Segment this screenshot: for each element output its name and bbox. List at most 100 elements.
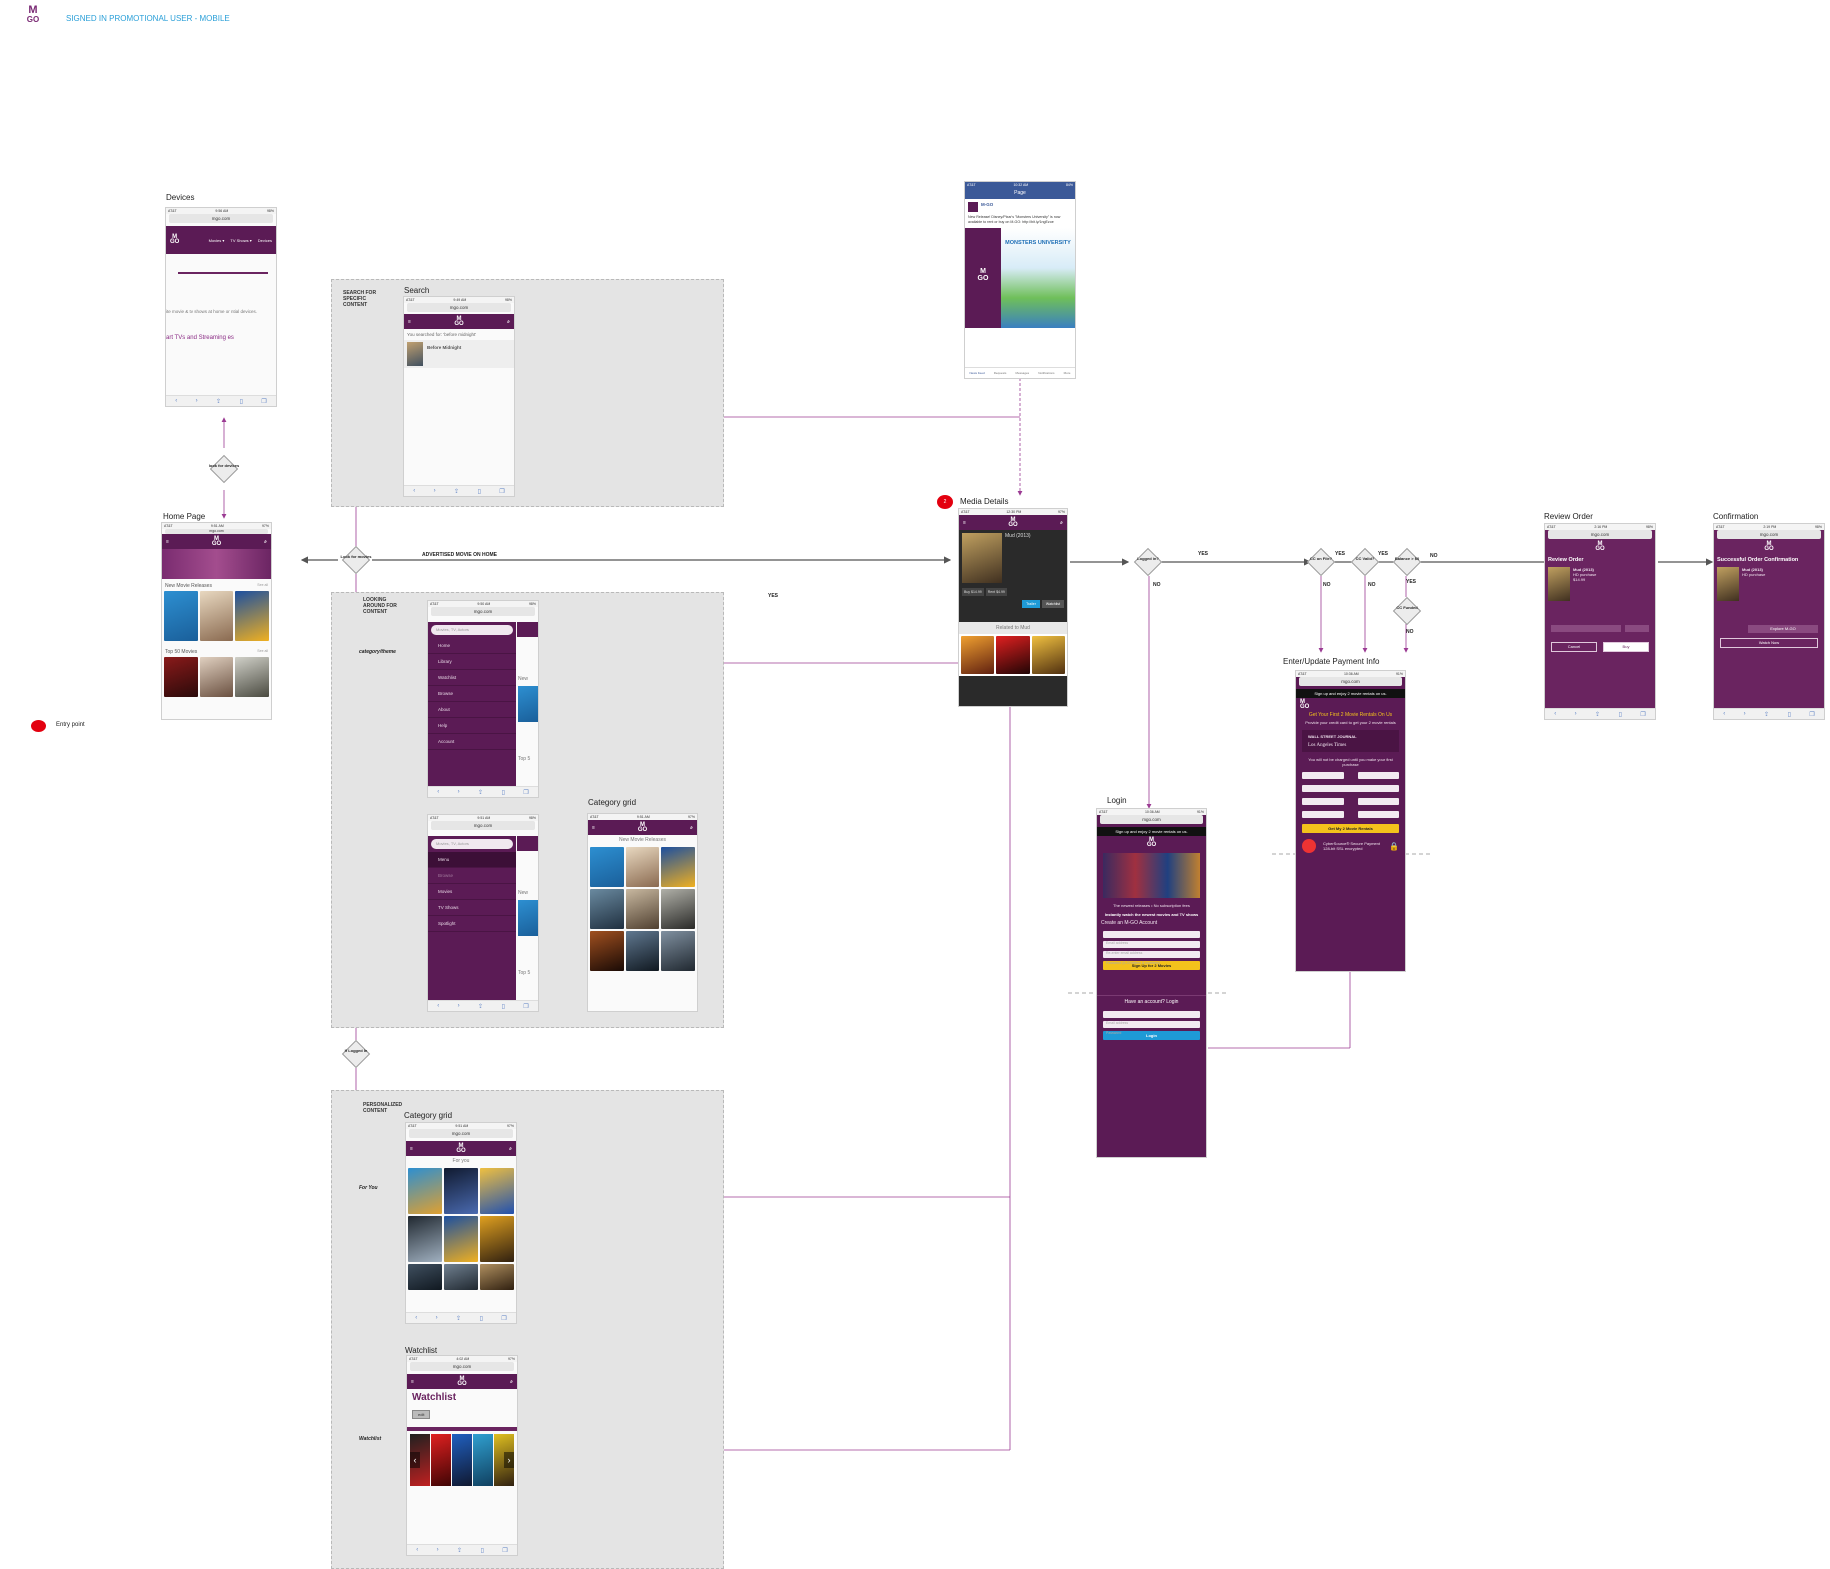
back-icon[interactable]: ‹ bbox=[1723, 711, 1726, 717]
fb-tab-notifications[interactable]: Notifications bbox=[1038, 371, 1055, 375]
poster-thumb[interactable] bbox=[661, 931, 695, 971]
bookmarks-icon[interactable]: ▯ bbox=[1787, 711, 1791, 718]
explore-button[interactable]: Explore M-GO bbox=[1748, 625, 1818, 633]
share-icon[interactable]: ⇪ bbox=[478, 789, 484, 796]
get-rentals-button[interactable]: Get My 2 Movie Rentals bbox=[1302, 824, 1399, 833]
bookmarks-icon[interactable]: ▯ bbox=[480, 1547, 484, 1554]
fb-tab-news-feed[interactable]: News Feed bbox=[969, 371, 985, 375]
poster-thumb[interactable] bbox=[590, 931, 624, 971]
fb-tab-messages[interactable]: Messages bbox=[1015, 371, 1030, 375]
menu-item-movies[interactable]: Movies bbox=[428, 884, 516, 900]
menu-icon[interactable]: ≡ bbox=[410, 1145, 413, 1152]
signup-button[interactable]: Sign Up for 2 Movies bbox=[1103, 961, 1200, 970]
menu-icon[interactable]: ≡ bbox=[411, 1378, 414, 1385]
back-icon[interactable]: ‹ bbox=[437, 789, 440, 795]
menu-item-home[interactable]: Home bbox=[428, 638, 516, 654]
forward-icon[interactable]: › bbox=[435, 1315, 438, 1321]
watchlist-button[interactable]: Watchlist bbox=[1041, 600, 1064, 608]
buy-button[interactable]: Buy $14.99 bbox=[962, 588, 984, 596]
poster-thumb[interactable] bbox=[661, 847, 695, 887]
forward-icon[interactable]: › bbox=[436, 1547, 439, 1553]
tabs-icon[interactable]: ❐ bbox=[523, 1003, 529, 1010]
payment-url[interactable]: mgo.com bbox=[1299, 677, 1402, 686]
poster-thumb[interactable] bbox=[996, 636, 1030, 674]
login-email-input[interactable]: Email address bbox=[1103, 1011, 1200, 1025]
confirm-url[interactable]: mgo.com bbox=[1717, 530, 1821, 539]
poster-thumb[interactable] bbox=[625, 847, 660, 887]
rent-button[interactable]: Rent $4.99 bbox=[985, 588, 1007, 596]
signup-email-confirm-input[interactable]: Re-enter email address bbox=[1103, 941, 1200, 955]
menu-item-menu[interactable]: Menu bbox=[428, 852, 516, 868]
poster-thumb[interactable] bbox=[410, 1434, 430, 1486]
share-icon[interactable]: ⇪ bbox=[457, 1547, 463, 1554]
poster-thumb[interactable] bbox=[408, 1216, 442, 1262]
tabs-icon[interactable]: ❐ bbox=[1809, 711, 1815, 718]
signup-password-input[interactable]: Password (6-20 letters & numbers) bbox=[1103, 951, 1200, 965]
bookmarks-icon[interactable]: ▯ bbox=[1618, 711, 1622, 718]
poster-thumb[interactable] bbox=[199, 657, 234, 697]
menu-item-tv-shows[interactable]: TV Shows bbox=[428, 900, 516, 916]
search-icon[interactable]: ⌕ bbox=[507, 318, 510, 325]
chevron-left-icon[interactable]: ‹ bbox=[410, 1452, 420, 1468]
search-icon[interactable]: ⌕ bbox=[264, 538, 267, 545]
menu-icon[interactable]: ≡ bbox=[408, 318, 411, 325]
menu-icon[interactable]: ≡ bbox=[963, 519, 966, 526]
fb-tab-more[interactable]: More bbox=[1063, 371, 1071, 375]
menu-search-input[interactable]: Movies, TV, Actors bbox=[431, 839, 513, 849]
back-icon[interactable]: ‹ bbox=[415, 1315, 418, 1321]
menu-item-about[interactable]: About bbox=[428, 702, 516, 718]
poster-thumb[interactable] bbox=[480, 1264, 514, 1290]
poster-thumb[interactable] bbox=[625, 889, 660, 929]
menu-url[interactable]: mgo.com bbox=[431, 607, 535, 616]
forward-icon[interactable]: › bbox=[433, 488, 436, 494]
poster-thumb[interactable] bbox=[164, 657, 198, 697]
menu-item-account[interactable]: Account bbox=[428, 734, 516, 750]
login-button[interactable]: Login bbox=[1103, 1031, 1200, 1040]
poster-thumb[interactable] bbox=[444, 1264, 478, 1290]
apply-button[interactable] bbox=[1625, 625, 1649, 632]
poster-thumb[interactable] bbox=[164, 591, 198, 641]
trailer-button[interactable]: Trailer bbox=[1022, 600, 1040, 608]
menu-item-browse[interactable]: Browse bbox=[428, 686, 516, 702]
search-result[interactable]: Before Midnight bbox=[404, 340, 514, 368]
back-icon[interactable]: ‹ bbox=[175, 398, 178, 404]
watchlist-url[interactable]: mgo.com bbox=[410, 1362, 514, 1371]
last-name-input[interactable] bbox=[1357, 772, 1399, 779]
back-icon[interactable]: ‹ bbox=[437, 1003, 440, 1009]
menu-icon[interactable]: ≡ bbox=[592, 824, 595, 831]
poster-thumb[interactable] bbox=[480, 1168, 514, 1214]
forward-icon[interactable]: › bbox=[195, 398, 198, 404]
zip-input[interactable] bbox=[1357, 811, 1399, 818]
menu-item-help[interactable]: Help bbox=[428, 718, 516, 734]
watchlist-edit-button[interactable]: edit bbox=[412, 1410, 431, 1419]
forward-icon[interactable]: › bbox=[1743, 711, 1746, 717]
search-url[interactable]: mgo.com bbox=[407, 303, 511, 312]
menu-icon[interactable]: ≡ bbox=[166, 538, 169, 545]
forward-icon[interactable]: › bbox=[457, 789, 460, 795]
exp-month-select[interactable] bbox=[1302, 798, 1344, 805]
bookmarks-icon[interactable]: ▯ bbox=[479, 1315, 483, 1322]
watch-now-button[interactable]: Watch Now bbox=[1720, 638, 1818, 648]
menu-item-spotlight[interactable]: Spotlight bbox=[428, 916, 516, 932]
tabs-icon[interactable]: ❐ bbox=[523, 789, 529, 796]
fb-brand[interactable]: M-GO bbox=[981, 202, 994, 207]
poster-thumb[interactable] bbox=[1031, 636, 1065, 674]
login-password-input[interactable]: Password bbox=[1103, 1021, 1200, 1035]
tabs-icon[interactable]: ❐ bbox=[502, 1547, 508, 1554]
back-icon[interactable]: ‹ bbox=[416, 1547, 419, 1553]
home-url[interactable]: mgo.com bbox=[165, 529, 268, 534]
tabs-icon[interactable]: ❐ bbox=[261, 398, 267, 405]
signup-email-input[interactable]: Email address bbox=[1103, 931, 1200, 945]
category-grid2-url[interactable]: mgo.com bbox=[409, 1129, 513, 1138]
poster-thumb[interactable] bbox=[661, 889, 695, 929]
back-icon[interactable]: ‹ bbox=[1554, 711, 1557, 717]
poster-thumb[interactable] bbox=[408, 1264, 442, 1290]
